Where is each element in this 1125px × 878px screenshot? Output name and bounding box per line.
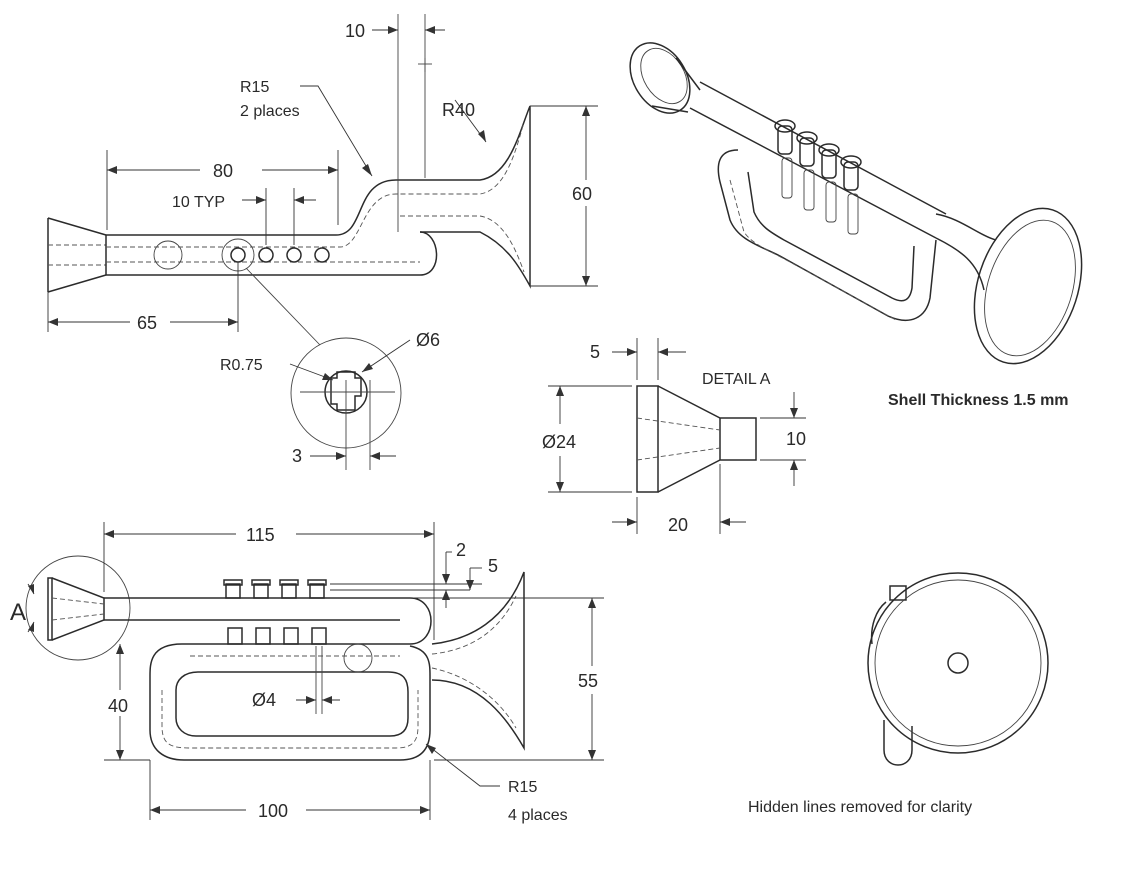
iso-mouthpiece-rim bbox=[629, 42, 691, 114]
iso-loop-inner bbox=[747, 171, 915, 302]
iso-bell-flare bbox=[935, 213, 997, 291]
top-slide-circle bbox=[153, 240, 183, 270]
front-loop-hidden bbox=[161, 655, 419, 749]
dim-dia4: Ø4 bbox=[252, 690, 276, 710]
dim-55: 55 bbox=[578, 671, 598, 691]
iso-bell-rim bbox=[973, 207, 1083, 365]
iso-valves bbox=[774, 119, 862, 235]
iso-lead-pipe bbox=[689, 81, 947, 239]
dim-100: 100 bbox=[258, 801, 288, 821]
dim-10-detail: 10 bbox=[786, 429, 806, 449]
front-view: A bbox=[10, 522, 604, 824]
mp-cup bbox=[657, 385, 757, 493]
iso-hidden bbox=[729, 179, 897, 321]
valve-detail: R0.75 Ø6 3 bbox=[220, 330, 440, 470]
end-view: Hidden lines removed for clarity bbox=[748, 572, 1049, 816]
label-a: A bbox=[10, 599, 26, 626]
dim-dia24: Ø24 bbox=[542, 432, 576, 452]
detail-leader bbox=[245, 267, 321, 346]
dim-40: 40 bbox=[108, 696, 128, 716]
note-r15-front-places: 4 places bbox=[508, 807, 568, 824]
dim-2: 2 bbox=[456, 540, 466, 560]
detail-a-callout bbox=[25, 555, 131, 661]
dim-80: 80 bbox=[213, 161, 233, 181]
top-tube-loop-end bbox=[419, 231, 438, 276]
iso-view: Shell Thickness 1.5 mm bbox=[629, 42, 1083, 409]
top-hidden-lines bbox=[106, 121, 525, 273]
valve-cross-section bbox=[330, 371, 362, 411]
end-lead-pipe-bottom bbox=[883, 720, 913, 766]
top-valves bbox=[230, 247, 330, 263]
iso-loop-outer bbox=[717, 149, 937, 321]
dim-65: 65 bbox=[137, 313, 157, 333]
dim-60: 60 bbox=[572, 184, 592, 204]
front-loop-outer bbox=[149, 643, 431, 761]
end-bell-outer bbox=[867, 572, 1049, 754]
dim-115: 115 bbox=[246, 525, 275, 545]
front-loop-inner bbox=[175, 671, 409, 737]
mp-rim bbox=[636, 385, 659, 493]
front-bell bbox=[431, 571, 525, 751]
front-slide-circle bbox=[343, 643, 373, 673]
hidden-lines-note: Hidden lines removed for clarity bbox=[748, 799, 972, 816]
mp-hidden bbox=[636, 417, 721, 461]
dim-20-detail: 20 bbox=[668, 515, 688, 535]
detail-a-title: DETAIL A bbox=[702, 371, 771, 388]
top-mouthpiece bbox=[47, 217, 107, 293]
top-bell-upper bbox=[335, 105, 531, 289]
top-main-tube bbox=[106, 234, 420, 276]
front-mouthpiece bbox=[51, 577, 105, 641]
top-view: 10 R15 2 places R40 80 10 TYP 6 bbox=[47, 14, 598, 346]
shell-thickness-note: Shell Thickness 1.5 mm bbox=[888, 392, 1069, 409]
note-r15-front: R15 bbox=[508, 779, 537, 796]
front-valves bbox=[223, 579, 327, 645]
end-bell-inner bbox=[874, 579, 1042, 747]
iso-mouthpiece-cup bbox=[651, 57, 701, 113]
dim-10typ: 10 TYP bbox=[172, 194, 225, 211]
dim-r075: R0.75 bbox=[220, 357, 263, 374]
front-lead-pipe bbox=[104, 597, 432, 645]
dim-5-detail: 5 bbox=[590, 342, 600, 362]
note-r15-places: 2 places bbox=[240, 103, 300, 120]
detail-a: 5 DETAIL A Ø24 10 20 bbox=[542, 338, 806, 535]
end-bore bbox=[947, 652, 969, 674]
top-mouthpiece-hidden bbox=[48, 244, 106, 266]
front-mouthpiece-rim bbox=[47, 577, 53, 641]
end-valve-cap bbox=[889, 585, 907, 601]
note-r15: R15 bbox=[240, 79, 269, 96]
dim-dia6: Ø6 bbox=[416, 330, 440, 350]
dim-r40: R40 bbox=[442, 100, 475, 120]
dim-10-top: 10 bbox=[345, 21, 365, 41]
dim-3: 3 bbox=[292, 446, 302, 466]
dim-5-front: 5 bbox=[488, 556, 498, 576]
